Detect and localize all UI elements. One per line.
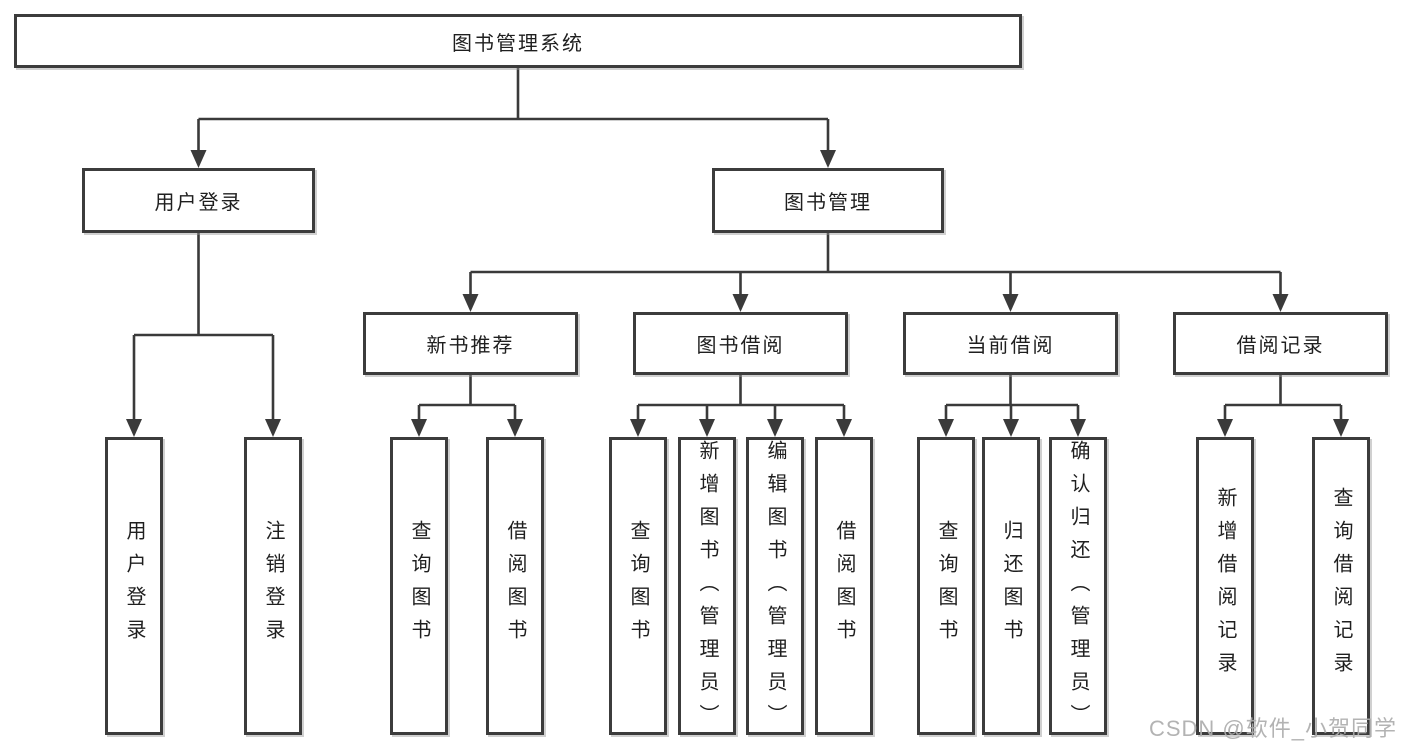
arrowhead [1002,294,1019,312]
arrowhead [630,419,646,437]
node-new-book-recommend: 新书推荐 [363,312,578,375]
node-user-login: 用户登录 [82,168,315,233]
leaf-return-books: 归还图书 [982,437,1040,735]
leaf-query-borrow-record: 查询借阅记录 [1312,437,1370,735]
arrowhead [1272,294,1289,312]
arrowhead [938,419,954,437]
arrowhead [699,419,715,437]
arrowhead [265,419,281,437]
arrowhead [1003,419,1019,437]
node-book-borrowing: 图书借阅 [633,312,848,375]
arrowhead [1333,419,1349,437]
leaf-borrow-books-recommend: 借阅图书 [486,437,544,735]
arrowhead [1217,419,1233,437]
arrowhead [462,294,479,312]
arrowhead [836,419,852,437]
node-library-system: 图书管理系统 [14,14,1022,68]
leaf-query-books-recommend: 查询图书 [390,437,448,735]
arrowhead [1070,419,1086,437]
arrowhead [190,150,207,168]
arrowhead [411,419,427,437]
arrowhead [507,419,523,437]
leaf-add-books-admin: 新增图书（管理员） [678,437,736,737]
leaf-add-borrow-record: 新增借阅记录 [1196,437,1254,735]
leaf-borrow-books: 借阅图书 [815,437,873,735]
node-borrow-records: 借阅记录 [1173,312,1388,375]
node-current-borrowing: 当前借阅 [903,312,1118,375]
leaf-edit-books-admin: 编辑图书（管理员） [746,437,804,737]
csdn-watermark: CSDN @软件_小贺同学 [1148,716,1397,741]
arrowhead [767,419,783,437]
leaf-logout: 注销登录 [244,437,302,735]
leaf-confirm-return-admin: 确认归还（管理员） [1049,437,1107,737]
arrowhead [126,419,142,437]
node-book-management: 图书管理 [712,168,944,233]
arrowhead [732,294,749,312]
arrowhead [820,150,836,168]
leaf-user-login: 用户登录 [105,437,163,735]
leaf-query-books-borrowing: 查询图书 [609,437,667,735]
leaf-query-books-current: 查询图书 [917,437,975,735]
